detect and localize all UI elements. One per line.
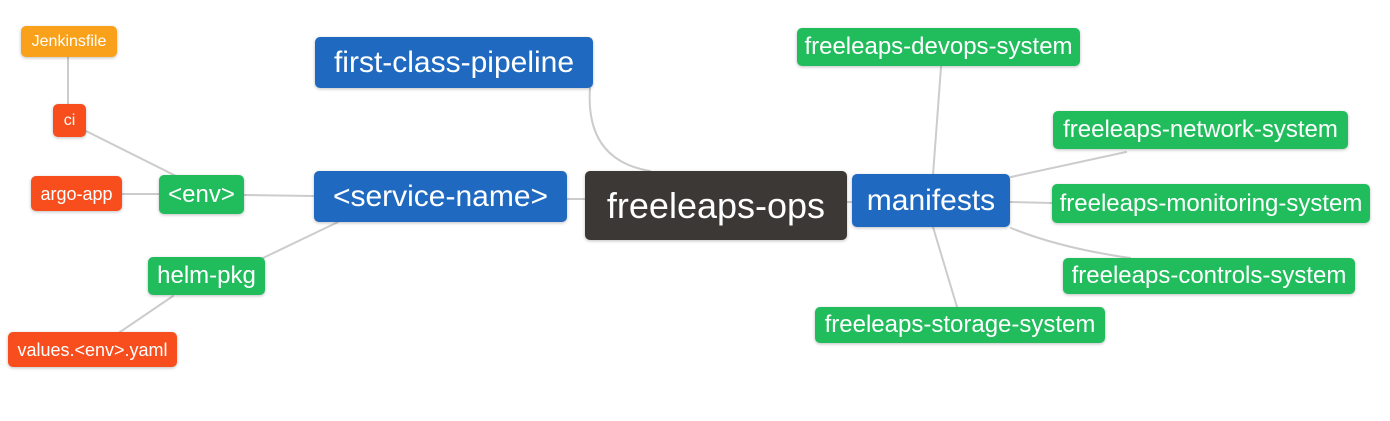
mindmap-node-ci[interactable]: ci xyxy=(53,104,86,137)
mindmap-node-monitoring-system[interactable]: freeleaps-monitoring-system xyxy=(1052,184,1370,223)
edge-manifests-monitoring-system xyxy=(1009,201,1053,204)
edge-manifests-network-system xyxy=(1010,151,1127,178)
mindmap-node-manifests[interactable]: manifests xyxy=(852,174,1010,227)
mindmap-node-values-env-yaml[interactable]: values.<env>.yaml xyxy=(8,332,177,367)
edge-first-class-pipeline-freeleaps-ops xyxy=(588,87,651,172)
mindmap-node-argo-app[interactable]: argo-app xyxy=(31,176,122,211)
mindmap-node-env[interactable]: <env> xyxy=(159,175,244,214)
mindmap-node-network-system[interactable]: freeleaps-network-system xyxy=(1053,111,1348,149)
edge-manifests-controls-system xyxy=(1010,227,1131,259)
mindmap-node-freeleaps-ops[interactable]: freeleaps-ops xyxy=(585,171,847,240)
edge-manifests-storage-system xyxy=(932,226,958,308)
edge-service-name-helm-pkg xyxy=(262,221,339,259)
edge-helm-pkg-values-env-yaml xyxy=(119,295,174,333)
mindmap-node-storage-system[interactable]: freeleaps-storage-system xyxy=(815,307,1105,343)
edge-ci-env xyxy=(85,130,177,177)
mindmap-node-devops-system[interactable]: freeleaps-devops-system xyxy=(797,28,1080,66)
mindmap-node-service-name[interactable]: <service-name> xyxy=(314,171,567,222)
mindmap-node-helm-pkg[interactable]: helm-pkg xyxy=(148,257,265,295)
mindmap-node-first-class-pipeline[interactable]: first-class-pipeline xyxy=(315,37,593,88)
mindmap-node-jenkinsfile[interactable]: Jenkinsfile xyxy=(21,26,117,57)
edge-env-service-name xyxy=(243,194,315,197)
mindmap-node-controls-system[interactable]: freeleaps-controls-system xyxy=(1063,258,1355,294)
edge-manifests-devops-system xyxy=(932,66,942,176)
